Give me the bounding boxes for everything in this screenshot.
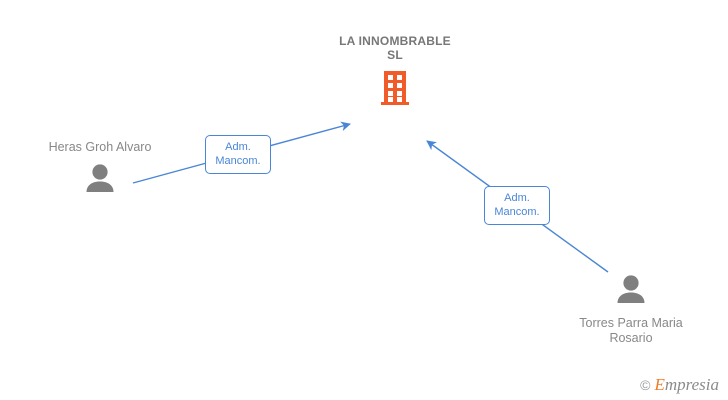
person-icon: [614, 275, 648, 308]
person-node-right[interactable]: Torres Parra Maria Rosario: [561, 275, 701, 346]
brand-initial: E: [654, 375, 665, 394]
watermark: © Empresia: [640, 376, 719, 393]
brand-name: Empresia: [654, 376, 719, 393]
brand-rest: mpresia: [664, 375, 719, 394]
person-node-left[interactable]: Heras Groh Alvaro: [30, 140, 170, 197]
person-name-right: Torres Parra Maria Rosario: [579, 316, 683, 345]
building-icon: [330, 71, 460, 105]
person-name-left: Heras Groh Alvaro: [48, 140, 152, 154]
company-name: LA INNOMBRABLE SL: [339, 34, 451, 62]
copyright-icon: ©: [640, 376, 651, 393]
person-icon: [83, 164, 117, 197]
relation-label-left[interactable]: Adm. Mancom.: [205, 135, 271, 174]
company-node[interactable]: LA INNOMBRABLE SL: [330, 34, 460, 105]
relation-label-right[interactable]: Adm. Mancom.: [484, 186, 550, 225]
